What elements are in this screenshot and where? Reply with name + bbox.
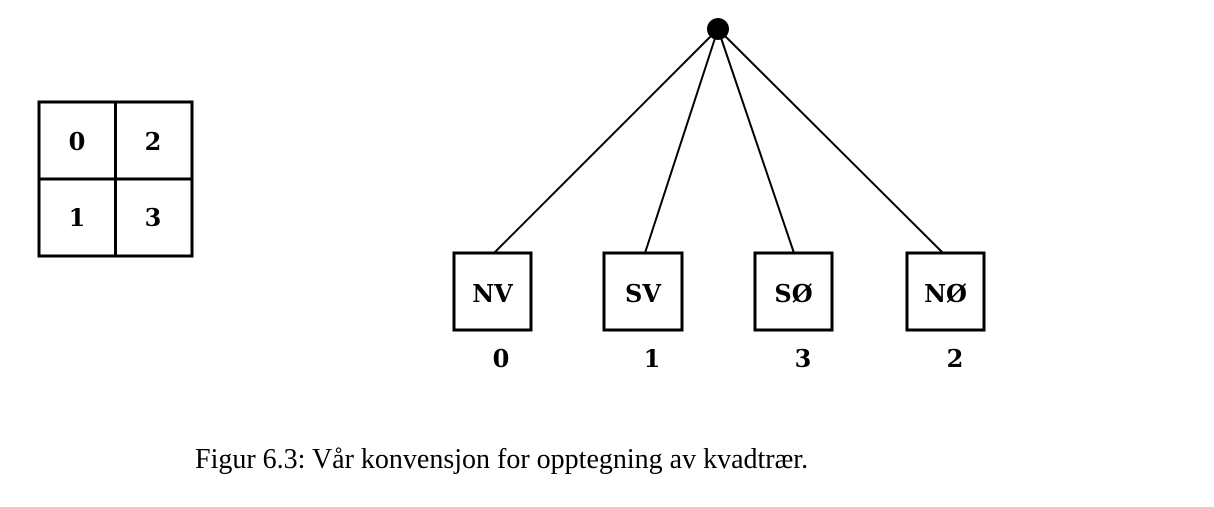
child-box-label-no: NØ [924,279,967,308]
child-box-sv [602,251,684,332]
child-index-label-so: 3 [795,344,812,373]
tree-child-sv: SV 1 [602,251,684,373]
child-box-label-so: SØ [774,279,812,308]
tree-child-nv: NV 0 [452,251,533,373]
grid-cell-bottom-left: 1 [69,203,86,232]
child-index-label-sv: 1 [644,344,661,373]
child-index-label-nv: 0 [493,344,510,373]
tree-edge-so [717,28,795,254]
tree-edge-sv [644,28,719,254]
grid-cell-top-right: 2 [145,127,162,156]
quadrant-grid: 0 2 1 3 [37,100,194,258]
tree-edges [493,28,944,254]
child-box-no [905,251,986,332]
figure-caption: Figur 6.3: Vår konvensjon for opptegning… [195,444,809,475]
child-index-label-no: 2 [947,344,964,373]
tree-child-no: NØ 2 [905,251,986,373]
tree-edge-nv [493,28,719,254]
child-box-so [753,251,834,332]
grid-cell-bottom-right: 3 [145,203,162,232]
child-box-nv [452,251,533,332]
child-box-label-nv: NV [472,279,513,308]
tree-root-node [707,18,729,40]
grid-cell-top-left: 0 [69,127,86,156]
child-box-label-sv: SV [625,279,661,308]
tree-edge-no [717,28,944,254]
tree-child-so: SØ 3 [753,251,834,373]
